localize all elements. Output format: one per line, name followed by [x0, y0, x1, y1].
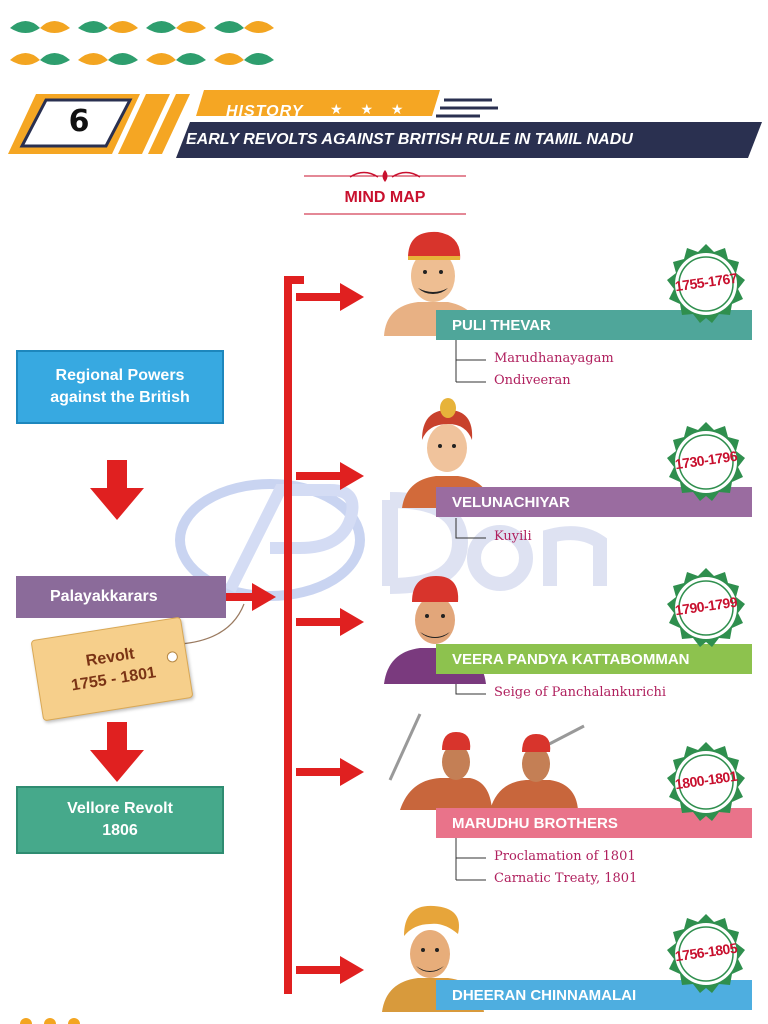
sub-item-marudhanayagam: Marudhanayagam [494, 351, 614, 366]
arrow-to-puli-thevar [296, 283, 364, 311]
leaf-pattern-decoration [10, 21, 274, 65]
down-arrow-1 [90, 460, 144, 520]
year-seal-puli-thevar [667, 244, 745, 323]
marudhu-brothers-portrait [388, 713, 585, 810]
sub-item-carnatic-treaty: Carnatic Treaty, 1801 [494, 871, 638, 886]
year-seal-kattabomman [667, 568, 745, 647]
arrow-to-kattabomman [296, 608, 364, 636]
arrow-palayakkarars-to-trunk [226, 583, 276, 611]
arrow-to-marudhu-brothers [296, 758, 364, 786]
vellore-line1: Vellore Revolt [67, 800, 173, 817]
chapter-header-banner [8, 90, 762, 158]
sub-item-ondiveeran: Ondiveeran [494, 373, 571, 388]
sub-item-seige: Seige of Panchalankurichi [494, 685, 667, 700]
leader-bar-kattabomman: VEERA PANDYA KATTABOMMAN [436, 644, 752, 674]
regional-powers-box: Regional Powers against the British [16, 350, 224, 424]
stars-decoration: ★ ★ ★ [330, 101, 411, 117]
regional-powers-line2: against the British [50, 389, 190, 406]
sub-item-kuyili: Kuyili [494, 529, 532, 544]
palayakkarars-box: Palayakkarars [16, 576, 226, 618]
regional-powers-line1: Regional Powers [55, 367, 185, 384]
kattabomman-portrait [384, 576, 486, 684]
arrow-to-dheeran-chinnamalai [296, 956, 364, 984]
revolt-period-tag: Revolt 1755 - 1801 [30, 616, 194, 722]
bottom-decoration [20, 1018, 80, 1024]
subject-label: HISTORY [226, 103, 304, 120]
vellore-revolt-box: Vellore Revolt 1806 [16, 786, 224, 854]
sub-item-proclamation: Proclamation of 1801 [494, 849, 636, 864]
mind-map-ornament [304, 170, 466, 215]
arrow-to-velunachiyar [296, 462, 364, 490]
chapter-title: EARLY REVOLTS AGAINST BRITISH RULE IN TA… [186, 131, 633, 148]
year-seal-marudhu-brothers [667, 742, 745, 821]
year-seal-dheeran-chinnamalai [667, 914, 745, 993]
tag-hole [166, 650, 179, 664]
tag-line2: 1755 - 1801 [70, 664, 158, 695]
down-arrow-2 [90, 722, 144, 782]
chapter-number: 6 [68, 104, 90, 139]
vellore-line2: 1806 [102, 822, 138, 839]
mind-map-title: MIND MAP [344, 189, 426, 206]
year-seal-velunachiyar [667, 422, 745, 501]
